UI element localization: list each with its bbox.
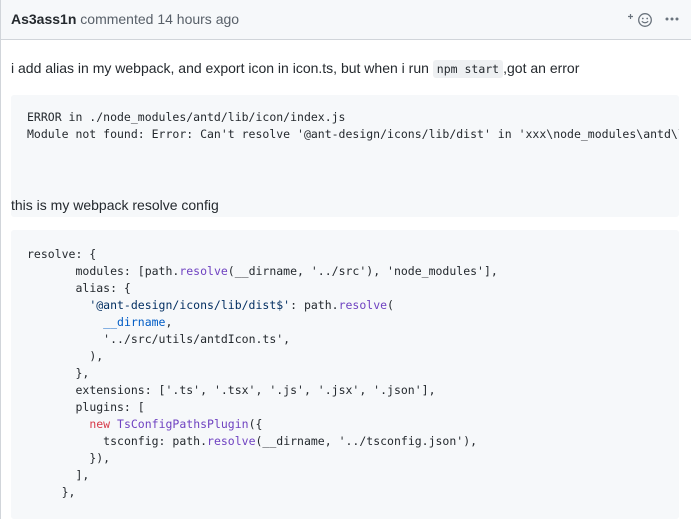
smiley-plus-icon: [628, 13, 652, 27]
code-line: modules: [path.resolve(__dirname, '../sr…: [75, 264, 498, 278]
code-line: __dirname,: [103, 315, 173, 329]
kebab-horizontal-icon: [665, 17, 679, 21]
paragraph-error-intro: i add alias in my webpack, and export ic…: [11, 58, 579, 79]
text: ,got an error: [503, 60, 580, 76]
error-code: ERROR in ./node_modules/antd/lib/icon/in…: [27, 109, 679, 143]
horizontal-scrollbar[interactable]: ◀▶: [11, 215, 679, 217]
comment-action: commented: [80, 11, 154, 27]
code-line: '../src/utils/antdIcon.ts',: [103, 332, 291, 346]
inline-code: npm start: [432, 60, 504, 78]
code-line: extensions: ['.ts', '.tsx', '.js', '.jsx…: [75, 383, 436, 397]
code-line: plugins: [: [75, 400, 145, 414]
code-line: new TsConfigPathsPlugin({: [89, 417, 263, 431]
code-line: }),: [89, 451, 111, 465]
code-line: alias: {: [75, 281, 131, 295]
text: i add alias in my webpack, and export ic…: [11, 60, 433, 76]
code-line: '@ant-design/icons/lib/dist$': path.reso…: [89, 298, 394, 312]
comment-options-button[interactable]: [661, 9, 683, 29]
code-line: resolve: {: [27, 247, 97, 261]
comment-meta: As3ass1n commented 14 hours ago: [11, 11, 239, 27]
paragraph-config-intro: this is my webpack resolve config: [11, 197, 219, 213]
code-line: ),: [89, 349, 104, 363]
code-line: },: [61, 485, 76, 499]
code-line: ],: [75, 468, 90, 482]
comment-header: As3ass1n commented 14 hours ago: [1, 0, 691, 40]
error-code-block[interactable]: ERROR in ./node_modules/antd/lib/icon/in…: [11, 95, 679, 217]
timestamp-link[interactable]: 14 hours ago: [157, 11, 240, 27]
author-link[interactable]: As3ass1n: [11, 11, 77, 27]
add-reaction-button[interactable]: [623, 9, 657, 29]
code-line: tsconfig: path.resolve(__dirname, '../ts…: [103, 434, 478, 448]
code-line: },: [75, 366, 90, 380]
code-line: Module not found: Error: Can't resolve '…: [27, 127, 679, 141]
config-code-block: resolve: { modules: [path.resolve(__dirn…: [11, 230, 679, 519]
config-code: resolve: { modules: [path.resolve(__dirn…: [27, 246, 498, 501]
code-line: ERROR in ./node_modules/antd/lib/icon/in…: [27, 110, 346, 124]
